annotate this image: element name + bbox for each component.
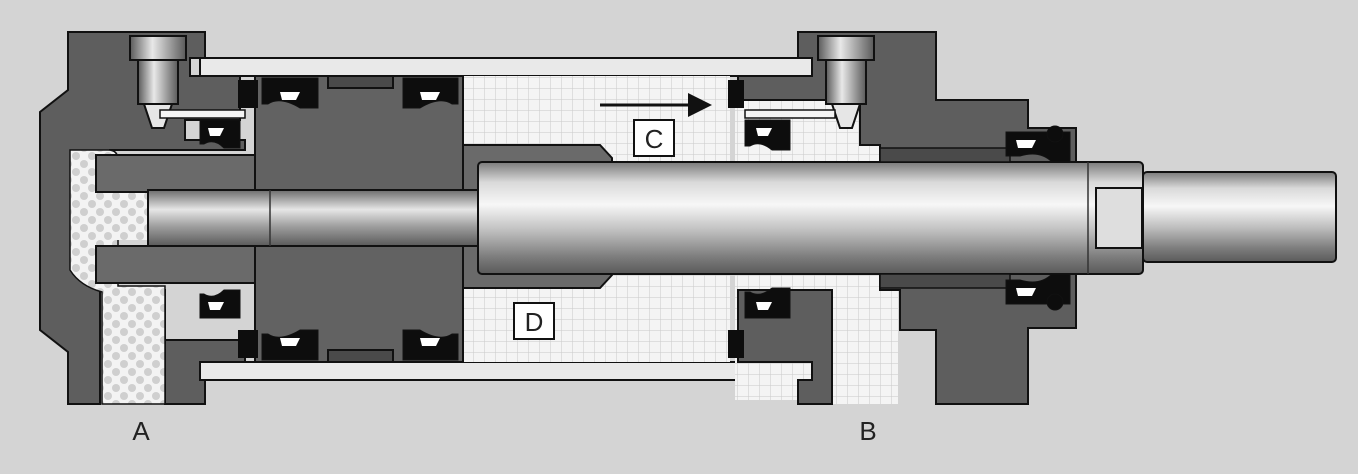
right-stop-block-bottom [728,330,744,358]
right-stop-block [728,80,744,108]
piston-wear-band-bottom [327,349,394,363]
piston-wear-band-top [327,75,394,89]
left-end-cap [39,31,246,405]
chamber-d-label: D [525,307,544,337]
arrow-right-icon [600,93,712,117]
port-b-label: B [859,416,876,446]
port-b-channel-air [832,290,898,404]
piston-rod [477,161,1144,275]
chamber-c-label-box [633,119,675,157]
right-end-cap [737,31,1077,163]
chamber-c-label: C [645,124,664,154]
cushion-valve-left [129,35,246,129]
cushion-valve-right [744,35,875,129]
left-stop-block [238,80,258,108]
rod-wrench-flat [1095,187,1143,249]
inner-rod-left [147,189,479,247]
left-stop-block-bottom [238,330,258,358]
right-end-cap-gland-lower [879,273,1077,405]
cushion-chamber-dots [96,190,151,240]
rod-seal-highlights [208,128,1036,310]
port-a-label: A [132,416,150,446]
rod-tip [1142,171,1337,263]
barrel-wall-bottom [199,361,813,381]
chamber-d-label-box [513,302,555,340]
barrel-wall-top [199,57,813,77]
piston-seal-highlights [280,92,440,346]
